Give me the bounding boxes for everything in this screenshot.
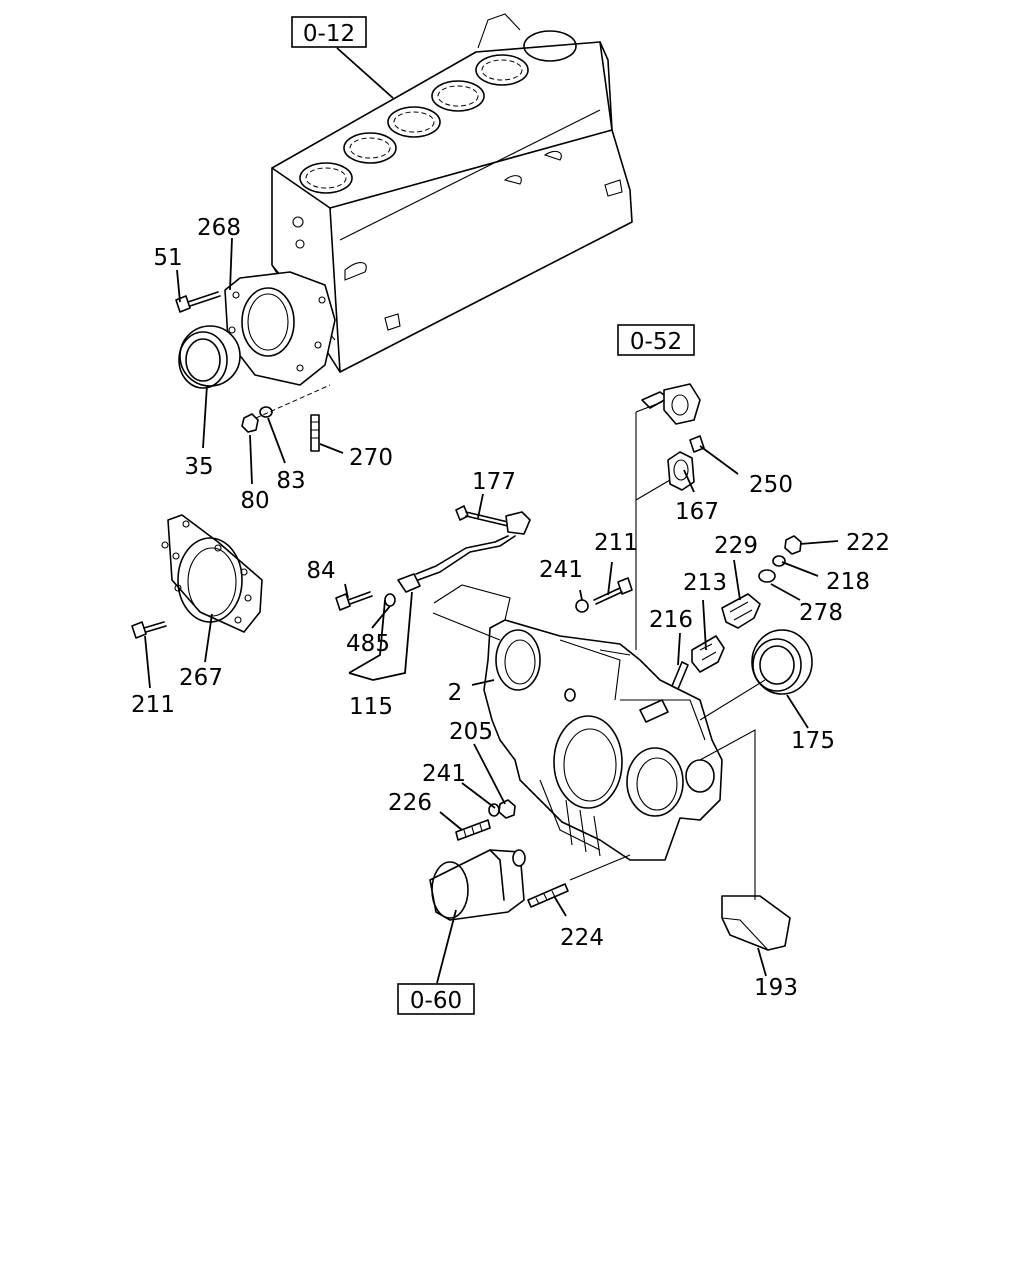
bolt-211-mid [593,577,633,605]
callout-224: 224 [560,925,604,951]
callout-218: 218 [826,569,870,595]
callout-211-left: 211 [131,692,175,718]
oil-seal-175 [751,629,813,695]
stud-226 [455,819,491,841]
bracket-229 [721,593,761,629]
callout-270: 270 [349,445,393,471]
callout-222: 222 [846,530,890,556]
gear-case-cover-2 [483,619,723,861]
callout-268: 268 [197,215,241,241]
callout-229: 229 [714,533,758,559]
callout-250: 250 [749,472,793,498]
nut-222 [784,535,802,555]
ref-label-block: 0-12 [303,21,355,47]
callout-84: 84 [306,558,335,584]
starter-motor [429,849,526,921]
callout-216: 216 [649,607,693,633]
callout-labels: 268 51 35 80 83 270 267 211 84 485 115 1… [131,215,890,1001]
washer-218 [772,555,786,567]
water-pump-outlet [641,383,701,425]
callout-2: 2 [448,680,463,706]
callout-267: 267 [179,665,223,691]
bolt-84 [335,591,373,611]
sensor-harness-177 [397,505,531,593]
gasket-167 [667,451,695,491]
rear-seal-retainer [224,271,336,386]
callout-177: 177 [472,469,516,495]
bolt-51 [175,291,221,313]
stud-270 [310,414,320,452]
callout-241-mid: 241 [539,557,583,583]
washer-83 [259,406,273,418]
callout-241-lower: 241 [422,761,466,787]
ref-box-water-pump: 0-52 [617,324,695,356]
stud-224 [527,883,569,908]
callout-193: 193 [754,975,798,1001]
oil-seal-35 [178,325,241,389]
callout-175: 175 [791,728,835,754]
nut-205 [498,799,516,819]
callout-167: 167 [675,499,719,525]
pin-216 [671,661,689,690]
bracket-213 [691,635,725,673]
callout-211-mid: 211 [594,530,638,556]
callout-51: 51 [153,245,182,271]
nut-80 [241,413,259,433]
leader-lines [144,47,839,984]
ref-label-water-pump: 0-52 [630,329,682,355]
ref-label-starter: 0-60 [410,988,462,1014]
callout-83: 83 [276,468,305,494]
washer-241-lower [488,803,500,817]
callout-485: 485 [346,631,390,657]
bolt-211-left [131,621,167,639]
washer-278 [758,569,776,583]
callout-278: 278 [799,600,843,626]
callout-226: 226 [388,790,432,816]
assembly-line [255,384,331,419]
cylinder-block [271,13,633,373]
o-ring-485 [384,593,396,607]
callout-205: 205 [449,719,493,745]
callout-80: 80 [240,488,269,514]
callout-213: 213 [683,570,727,596]
ref-box-starter: 0-60 [397,983,475,1015]
ref-box-block: 0-12 [291,16,367,48]
callout-115: 115 [349,694,393,720]
callout-35: 35 [184,454,213,480]
bolt-250 [689,435,705,453]
washer-241-mid [575,599,589,613]
cover-193 [721,895,791,951]
